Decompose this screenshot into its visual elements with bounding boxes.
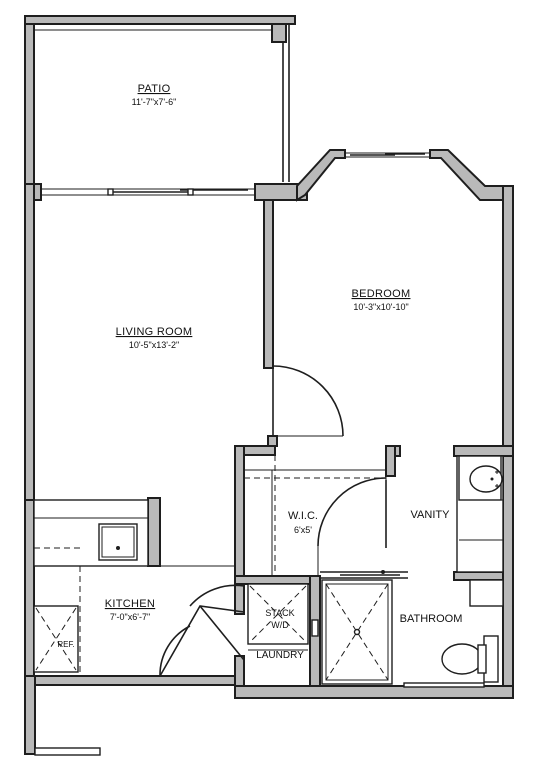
kitchen-sink bbox=[98, 523, 138, 561]
bay-window bbox=[345, 152, 430, 158]
patio-dimensions: 11'-7"x7'-6" bbox=[132, 97, 177, 107]
sliding-door bbox=[41, 188, 255, 196]
patio-top-wall bbox=[24, 15, 296, 25]
interior-walls bbox=[147, 199, 514, 687]
patio-corner-post bbox=[271, 23, 287, 43]
kitchen-bottom-wall bbox=[24, 675, 236, 686]
wic-door-swing bbox=[317, 477, 387, 547]
kitchen-dimensions: 7'-0"x6'-7" bbox=[110, 612, 150, 622]
exterior-walls bbox=[24, 149, 514, 756]
wic-name: W.I.C. bbox=[288, 510, 318, 522]
laundry-name: LAUNDRY bbox=[256, 650, 304, 661]
left-wall bbox=[24, 183, 35, 501]
wic-dimensions: 6'x5' bbox=[294, 525, 312, 535]
patio-name: PATIO bbox=[138, 83, 171, 95]
living-room-name: LIVING ROOM bbox=[116, 326, 193, 338]
vanity-area bbox=[456, 455, 504, 573]
laundry-area bbox=[247, 583, 319, 651]
living-room-dimensions: 10'-5"x13'-2" bbox=[129, 340, 179, 350]
bedroom-door-swing bbox=[272, 365, 344, 437]
bathroom-name: BATHROOM bbox=[400, 613, 463, 625]
right-wall bbox=[502, 185, 514, 699]
vanity-sink bbox=[469, 465, 503, 493]
walk-in-closet bbox=[244, 455, 387, 576]
bottom-wall bbox=[234, 685, 514, 699]
bedroom-dimensions: 10'-3"x10'-10" bbox=[353, 302, 408, 312]
bedroom-name: BEDROOM bbox=[352, 288, 411, 300]
patio-area bbox=[24, 15, 296, 189]
refrigerator-label: REF. bbox=[57, 640, 74, 649]
stack-wd-label-2: W/D bbox=[271, 620, 289, 630]
vanity-name: VANITY bbox=[411, 509, 451, 521]
living-room bbox=[272, 365, 344, 437]
entry-left-wall bbox=[24, 675, 36, 755]
stack-wd-label-1: STACK bbox=[265, 608, 294, 618]
kitchen-name: KITCHEN bbox=[105, 598, 155, 610]
bathroom-area bbox=[320, 570, 504, 688]
kitchen-partition bbox=[147, 497, 161, 567]
kitchen-area bbox=[33, 499, 245, 677]
patio-left-wall bbox=[24, 15, 35, 189]
toilet bbox=[441, 635, 499, 683]
